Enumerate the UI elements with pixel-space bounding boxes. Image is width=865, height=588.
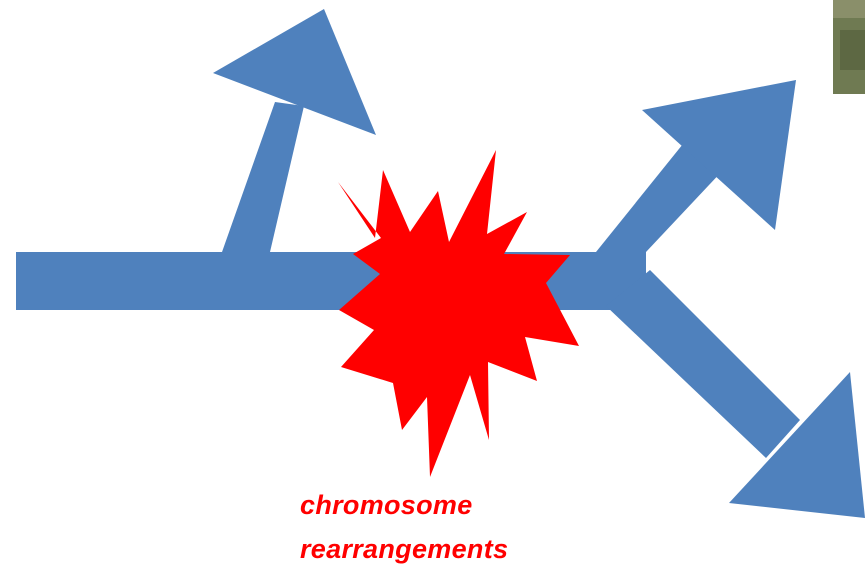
caption-line-2: rearrangements [300,534,509,564]
photo-thumbnail [833,0,865,94]
branch-arrow-lower-right [606,270,865,518]
arrowhead-icon [729,372,865,518]
explosion-burst-icon [338,150,579,477]
branch-arrow-upper-right [596,80,796,252]
caption-line-1: chromosome [300,490,473,520]
arrowhead-icon [642,80,796,230]
chromosome-rearrangements-label: chromosome rearrangements [300,483,620,571]
arrowhead-icon [213,9,376,135]
branch-arrow-upper-left [213,9,376,252]
